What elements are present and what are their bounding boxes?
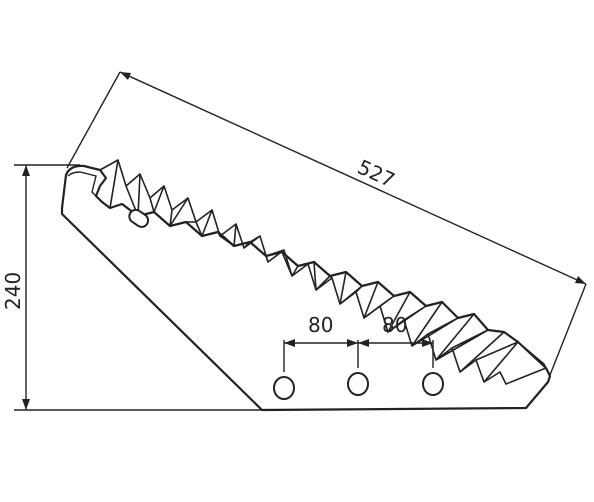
serration-teeth-bottom — [109, 159, 519, 383]
arrowhead-80b-left — [358, 339, 369, 347]
blade-outline — [60, 164, 552, 412]
extension-line-527-right — [547, 283, 587, 381]
arrowhead-527-end — [575, 276, 586, 284]
dimension-label-527: 527 — [354, 155, 399, 193]
arrowhead-240-top — [22, 165, 30, 176]
slot-hole — [128, 208, 150, 228]
dimension-line-527 — [119, 71, 587, 285]
blade-tip-edge — [517, 341, 547, 369]
knife-blade — [60, 159, 552, 412]
mounting-hole-2 — [347, 372, 369, 396]
arrowhead-80a-left — [284, 339, 295, 347]
blade-heel-edge — [67, 171, 97, 197]
dimension-240: 240 — [1, 164, 262, 411]
arrowhead-80a-right — [347, 339, 358, 347]
dimension-label-80-left: 80 — [308, 313, 333, 337]
dimension-label-240: 240 — [1, 272, 25, 310]
arrowhead-240-bottom — [22, 399, 30, 410]
dimension-hole-spacing: 80 80 — [283, 313, 434, 372]
mounting-hole-1 — [273, 376, 295, 400]
mounting-hole-3 — [422, 372, 444, 396]
serration-teeth-top — [99, 159, 547, 385]
dimension-label-80-right: 80 — [382, 313, 407, 337]
arrowhead-527-start — [120, 72, 131, 80]
arrowhead-80b-right — [422, 339, 433, 347]
extension-line-527-left — [66, 71, 121, 169]
